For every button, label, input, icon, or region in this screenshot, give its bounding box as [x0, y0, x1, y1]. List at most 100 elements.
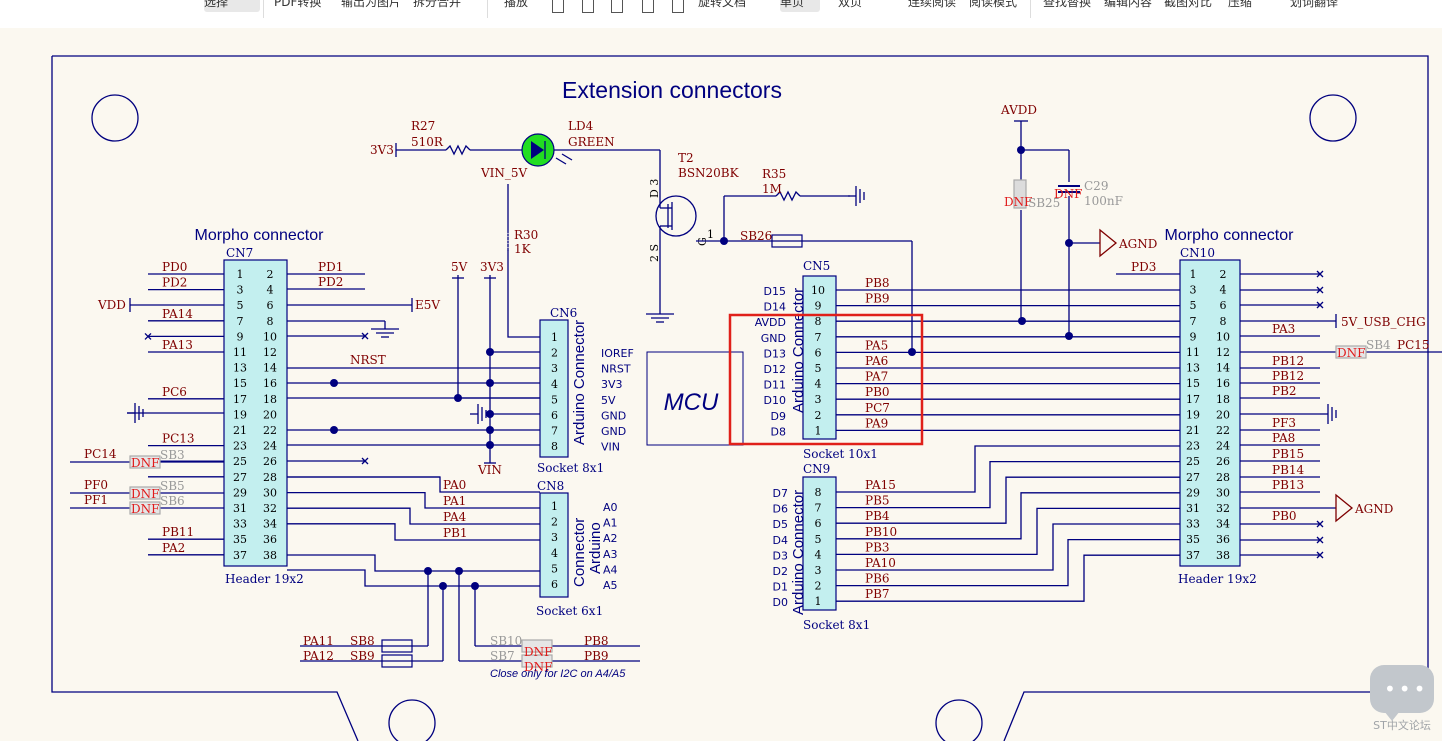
signal-label: PB3 [865, 540, 890, 554]
mcu-box [646, 351, 744, 446]
pin-number: 1 [551, 331, 558, 344]
pin-label: D6 [773, 503, 788, 516]
signal-label: PA8 [1272, 431, 1295, 445]
no-connect-mark [1316, 536, 1324, 544]
solder-bridge [381, 639, 413, 653]
pin-number: 5 [815, 362, 822, 375]
signal-label: PD0 [162, 260, 187, 274]
sb-label: SB25 [1028, 196, 1060, 210]
pin-number: 31 [1186, 502, 1200, 515]
page-view-icon[interactable] [582, 0, 594, 13]
signal-label: PF3 [1272, 416, 1296, 430]
pin-number: 28 [1216, 471, 1230, 484]
pin-number: 31 [233, 502, 247, 515]
pin-number: 7 [815, 502, 822, 515]
toolbar-find-replace-button[interactable]: 查找替换 [1043, 0, 1092, 9]
pin-label: GND [761, 332, 786, 345]
pin-number: 28 [263, 471, 277, 484]
toolbar-select-button[interactable]: 选择 [204, 0, 260, 12]
pin-label: 1 [707, 228, 714, 241]
pin-number: 3 [551, 362, 558, 375]
solder-bridge-label: SB4 [1366, 338, 1391, 352]
toolbar-play-button[interactable]: 播放 [504, 0, 529, 9]
schematic-title: Extension connectors [562, 77, 782, 103]
signal-label: PB10 [865, 525, 897, 539]
toolbar-continuous-read-button[interactable]: 连续阅读 [908, 0, 957, 9]
pin-wire [836, 507, 1180, 556]
signal-label: PD1 [318, 260, 343, 274]
signal-label: PB0 [865, 385, 890, 399]
cn8-body [539, 492, 569, 598]
toolbar-export-image-button[interactable]: 输出为图片 [341, 0, 402, 9]
solder-bridge-label: SB3 [160, 448, 185, 462]
pin-number: 4 [1220, 284, 1227, 297]
no-connect-mark [1316, 551, 1324, 559]
pin-label: D2 [773, 565, 788, 578]
page-view-icon[interactable] [672, 0, 684, 13]
signal-label: PA4 [443, 510, 467, 524]
page-view-icon[interactable] [642, 0, 654, 13]
no-connect-mark [1316, 270, 1324, 278]
toolbar-read-mode-button[interactable]: 阅读模式 [969, 0, 1018, 9]
pin-number: 16 [1216, 377, 1230, 390]
cn7-ref: CN7 [226, 246, 253, 260]
pin-wire [287, 507, 540, 525]
signal-label: PC6 [162, 385, 187, 399]
toolbar-rotate-doc-button[interactable]: 旋转文档 [698, 0, 747, 9]
sb-label: SB26 [740, 229, 772, 243]
pin-number: 8 [815, 486, 822, 499]
cn6-footer: Socket 8x1 [537, 461, 604, 475]
pin-number: 5 [237, 299, 244, 312]
toolbar-edit-content-button[interactable]: 编辑内容 [1104, 0, 1153, 9]
pin-number: 6 [815, 517, 822, 530]
signal-label: PB12 [1272, 369, 1304, 383]
signal-label: PF0 [84, 478, 108, 492]
pdf-toolbar: 选择 PDF转换 输出为图片 拆分合并 播放 旋转文档 单页 双页 连续阅读 阅读模式 查找替换 编辑… [0, 0, 1442, 29]
agnd-label: AGND [1118, 237, 1157, 251]
no-connect-mark [1316, 520, 1324, 528]
pin-number: 7 [551, 425, 558, 438]
toolbar-word-translate-button[interactable]: 划词翻译 [1290, 0, 1339, 9]
pin-number: 27 [233, 471, 247, 484]
resistor [445, 144, 471, 156]
pin-number: 8 [1220, 315, 1227, 328]
page-view-icon[interactable] [611, 0, 623, 13]
pin-number: 4 [815, 378, 822, 391]
pin-number: 35 [233, 533, 247, 546]
transistor-icon [655, 195, 697, 237]
pin-wire [836, 476, 1180, 524]
toolbar-split-merge-button[interactable]: 拆分合并 [413, 0, 462, 9]
signal-label: PC7 [865, 401, 890, 415]
pin-number: 9 [1190, 330, 1197, 343]
pin-number: 34 [263, 518, 277, 531]
solder-bridge [129, 486, 161, 500]
cn6-title: Arduino Connector [571, 320, 588, 445]
pin-number: 5 [815, 533, 822, 546]
agnd-symbol [1335, 493, 1354, 523]
pin-number: 8 [815, 315, 822, 328]
signal-label: PB8 [865, 276, 890, 290]
pin-label: A5 [603, 579, 618, 592]
pin-number: 5 [551, 393, 558, 406]
pin-label: A3 [603, 548, 618, 561]
pin-number: 3 [1190, 284, 1197, 297]
page-view-icon[interactable] [552, 0, 564, 13]
pin-number: 8 [551, 440, 558, 453]
r27-value: 510R [411, 135, 444, 149]
toolbar-separator [1030, 0, 1031, 18]
pin-label: D13 [764, 347, 786, 360]
signal-label: PA15 [865, 478, 896, 492]
signal-label: PC15 [1397, 338, 1430, 352]
cn8-title: Connector [571, 518, 588, 587]
toolbar-pdf-convert-button[interactable]: PDF转换 [274, 0, 322, 9]
r35-value: 1M [762, 182, 782, 196]
toolbar-compress-button[interactable]: 压缩 [1228, 0, 1253, 9]
pin-number: 13 [1186, 362, 1200, 375]
toolbar-single-page-button[interactable]: 单页 [780, 0, 820, 12]
toolbar-screenshot-compare-button[interactable]: 截图对比 [1164, 0, 1213, 9]
cn8-title2: Arduino [587, 522, 604, 574]
cn10-footer: Header 19x2 [1178, 572, 1257, 586]
toolbar-dual-page-button[interactable]: 双页 [838, 0, 863, 9]
